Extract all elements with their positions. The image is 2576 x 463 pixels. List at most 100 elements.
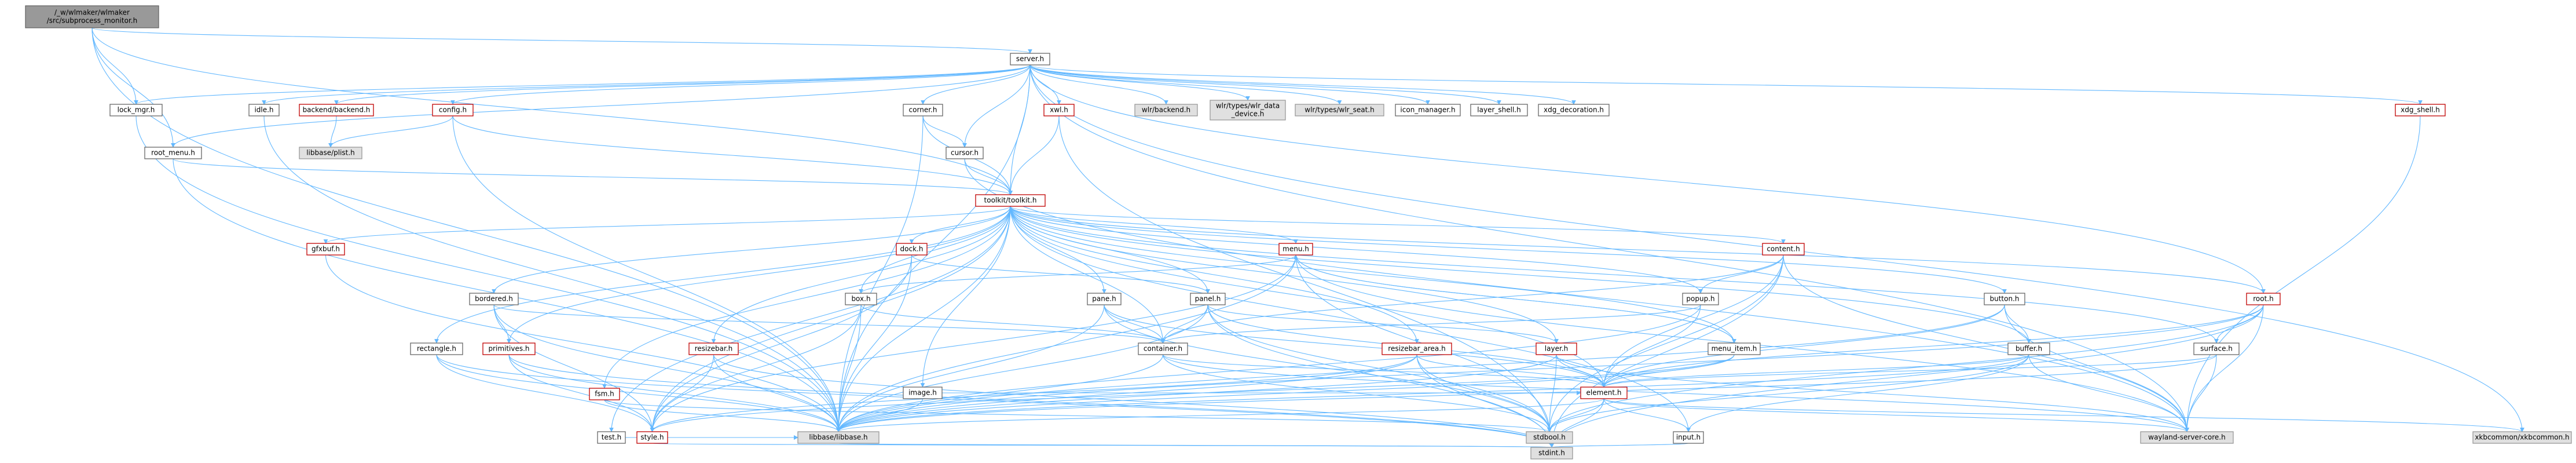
node-image[interactable]: image.h [903,387,943,399]
edges-layer [91,27,2524,448]
node-label: wlr/backend.h [1142,106,1190,114]
node-icon-manager[interactable]: icon_manager.h [1395,104,1461,116]
edge-element-to-stdbool [1547,398,1604,432]
node-stdint[interactable]: stdint.h [1530,447,1573,460]
node-button[interactable]: button.h [1984,293,2025,305]
node-bordered[interactable]: bordered.h [469,293,519,305]
node-wlr-data-device[interactable]: wlr/types/wlr_data_device.h [1210,100,1286,121]
node-layer[interactable]: layer.h [1536,342,1577,355]
edge-content-to-popup [1698,254,1784,294]
node-xkbcommon[interactable]: xkbcommon/xkbcommon.h [2472,431,2572,444]
node-stdbool[interactable]: stdbool.h [1526,431,1573,444]
node-menu-item[interactable]: menu_item.h [1707,342,1761,355]
node-label: popup.h [1686,295,1714,303]
node-surface[interactable]: surface.h [2193,342,2240,355]
node-resizebar[interactable]: resizebar.h [688,342,739,355]
edge-panel-to-layer [1207,304,1559,344]
edge-libbase-to-stdint [838,443,1553,448]
edge-content-to-container [1160,254,1784,344]
node-wayland-server-core[interactable]: wayland-server-core.h [2140,431,2234,444]
node-plist[interactable]: libbase/plist.h [299,147,362,159]
edge-toolkit-to-style [650,206,1011,432]
node-resizebar-area[interactable]: resizebar_area.h [1382,342,1452,355]
edge-content-to-wayland [1783,254,2189,432]
node-xdg-decoration[interactable]: xdg_decoration.h [1538,104,1610,116]
node-label: wlr/types/wlr_data [1216,102,1280,110]
edge-surface-to-element [1602,354,2217,388]
node-rectangle[interactable]: rectangle.h [410,342,463,355]
node-root-menu[interactable]: root_menu.h [144,147,202,159]
node-label: style.h [640,433,664,442]
node-toolkit[interactable]: toolkit/toolkit.h [975,194,1046,207]
edge-server-to-wlr_seat [1029,64,1342,105]
node-popup[interactable]: popup.h [1682,293,1719,305]
node-test[interactable]: test.h [597,431,626,444]
edge-server-to-xdg_decoration [1029,64,1576,105]
node-menu[interactable]: menu.h [1278,243,1313,256]
node-root[interactable]: root.h [2246,293,2281,305]
node-label: cursor.h [951,149,979,157]
node-label: surface.h [2200,345,2233,353]
node-label: _device.h [1231,110,1265,118]
edge-server-to-wlr_data [1029,64,1250,101]
edge-xwl-to-toolkit [1008,115,1060,195]
node-label: bordered.h [475,295,513,303]
edge-idle-to-libbase [263,115,841,432]
edge-bordered-to-style [493,304,655,432]
node-label: resizebar.h [695,345,733,353]
node-server[interactable]: server.h [1010,53,1050,65]
node-input[interactable]: input.h [1673,431,1704,444]
node-dock[interactable]: dock.h [896,243,928,256]
edge-root_h-to-stdint [1549,304,2264,448]
edge-primitives-to-libbase [508,354,841,432]
node-gfxbuf[interactable]: gfxbuf.h [306,243,345,256]
edge-gfxbuf-to-libbase [325,254,841,432]
node-label: pane.h [1092,295,1116,303]
node-xwl[interactable]: xwl.h [1043,104,1075,116]
edge-config-to-plist [328,115,453,148]
node-label: /_w/wlmaker/wlmaker [54,9,130,17]
node-idle[interactable]: idle.h [248,104,280,116]
node-corner[interactable]: corner.h [903,104,943,116]
node-cursor[interactable]: cursor.h [946,147,984,159]
node-pane[interactable]: pane.h [1087,293,1122,305]
node-style[interactable]: style.h [636,431,668,444]
edge-toolkit-to-layer [1010,206,1559,344]
node-layer-shell[interactable]: layer_shell.h [1470,104,1528,116]
edge-toolkit-to-primitives [507,206,1011,344]
edge-surface-to-wayland [2185,354,2217,432]
edge-fsm-to-stdbool [604,399,1552,432]
edge-resizebar-to-style [650,354,714,432]
node-subprocess-monitor[interactable]: /_w/wlmaker/wlmaker/src/subprocess_monit… [25,5,159,28]
edge-toolkit-to-fsm [602,206,1011,389]
node-wlr-seat[interactable]: wlr/types/wlr_seat.h [1295,104,1384,116]
node-config[interactable]: config.h [432,104,474,116]
node-content[interactable]: content.h [1762,243,1805,256]
node-element[interactable]: element.h [1580,387,1628,399]
node-fsm[interactable]: fsm.h [589,388,620,400]
edge-toolkit-to-buffer [1010,206,2031,344]
edge-server-to-root_h [1029,64,2266,294]
edge-panel-to-container [1160,304,1208,344]
node-primitives[interactable]: primitives.h [482,342,536,355]
node-label: lock_mgr.h [118,106,155,114]
node-container[interactable]: container.h [1138,342,1188,355]
edge-root_h-to-element [1602,304,2264,388]
node-xdg-shell[interactable]: xdg_shell.h [2395,104,2446,116]
edge-toolkit-to-resizebar_area [1010,206,1419,344]
node-panel[interactable]: panel.h [1190,293,1226,305]
node-backend[interactable]: backend/backend.h [299,104,374,116]
edge-toolkit-to-menu [1010,206,1298,244]
node-buffer[interactable]: buffer.h [2007,342,2050,355]
edge-menu-to-style [650,254,1296,432]
node-wlr-backend[interactable]: wlr/backend.h [1134,104,1198,116]
node-lock-mgr[interactable]: lock_mgr.h [109,104,163,116]
node-box[interactable]: box.h [845,293,877,305]
edge-root-to-lock_mgr [91,27,138,105]
edge-container-to-libbase [836,354,1164,432]
edge-box-to-container [860,304,1166,344]
edge-buffer-to-input [1686,354,2029,432]
node-label: /src/subprocess_monitor.h [47,17,137,25]
node-libbase[interactable]: libbase/libbase.h [797,431,880,444]
edge-toolkit-to-resizebar [711,206,1011,344]
